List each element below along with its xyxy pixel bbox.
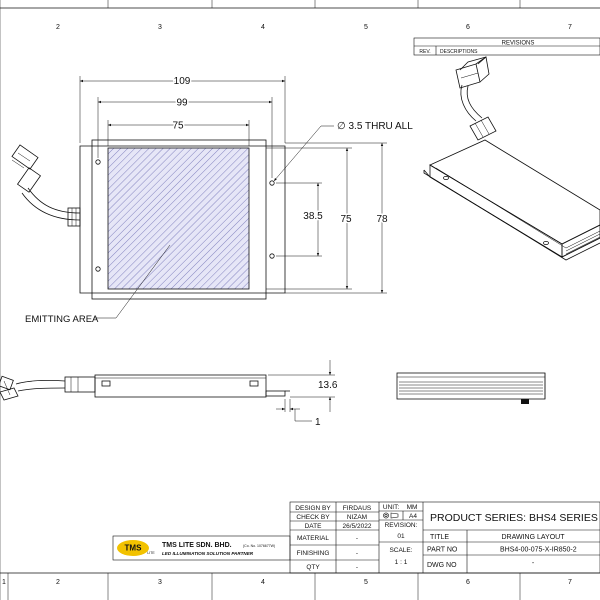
finishing-label: FINISHING bbox=[297, 550, 330, 557]
scale-value: 1 : 1 bbox=[395, 559, 408, 566]
dwg-no-value: - bbox=[532, 560, 535, 567]
company-box: TMS LITE TMS LITE SDN. BHD. (Co. No. 107… bbox=[112, 535, 291, 561]
connector-icon bbox=[11, 144, 42, 193]
title-value: DRAWING LAYOUT bbox=[501, 534, 565, 541]
material-label: MATERIAL bbox=[297, 535, 329, 542]
zone-label-top: 6 bbox=[466, 24, 470, 31]
qty-label: QTY bbox=[306, 564, 320, 571]
company-name: TMS LITE SDN. BHD. bbox=[162, 542, 232, 549]
side-cable-gland bbox=[64, 376, 96, 393]
isometric-view bbox=[423, 56, 600, 261]
zone-label-bottom: 6 bbox=[466, 579, 470, 586]
part-no-value: BHS4-00-075-X-IR850-2 bbox=[500, 547, 577, 554]
revision-label: REVISION: bbox=[385, 522, 418, 529]
zone-label-bottom: 5 bbox=[364, 579, 368, 586]
edge-tab bbox=[521, 399, 529, 404]
revisions-col-desc: DESCRIPTIONS bbox=[440, 49, 478, 55]
unit-value: MM bbox=[407, 504, 418, 511]
date-label: DATE bbox=[305, 523, 323, 530]
logo-text: TMS bbox=[125, 544, 143, 553]
projection-symbol-icon bbox=[383, 512, 399, 519]
company-reg: (Co. No. 1076677W) bbox=[243, 544, 275, 548]
edge-view bbox=[396, 372, 546, 404]
dim-overall-width: 109 bbox=[174, 76, 191, 87]
revisions-col-rev: REV. bbox=[419, 49, 430, 55]
title-block: DESIGN BY FIRDAUS CHECK BY NIZAM DATE 26… bbox=[289, 501, 600, 574]
product-series: PRODUCT SERIES: BHS4 SERIES bbox=[430, 512, 598, 524]
unit-label: UNIT: bbox=[383, 504, 399, 511]
zone-label-bottom: 3 bbox=[158, 579, 162, 586]
company-logo: TMS LITE bbox=[117, 540, 155, 556]
mounting-hole bbox=[269, 253, 275, 259]
side-connector-icon bbox=[0, 375, 19, 401]
part-no-label: PART NO bbox=[427, 547, 458, 554]
revision-value: 01 bbox=[397, 533, 405, 540]
dim-flange: 1 bbox=[315, 417, 321, 428]
dim-emitting-width: 75 bbox=[172, 121, 184, 132]
iso-cable-gland bbox=[469, 116, 497, 141]
title-label: TITLE bbox=[430, 534, 449, 541]
zone-label-bottom: 1 bbox=[2, 579, 6, 586]
dim-emitting-height: 75 bbox=[340, 214, 352, 225]
front-view: 109 99 75 ∅ 3.5 THRU ALL 38.5 75 78 EMIT… bbox=[11, 75, 413, 325]
emitting-area-label: EMITTING AREA bbox=[25, 314, 99, 325]
side-flange bbox=[265, 390, 286, 397]
cable-gland bbox=[67, 207, 81, 227]
zone-label-top: 3 bbox=[158, 24, 162, 31]
housing-body bbox=[91, 139, 267, 300]
logo-sub: LITE bbox=[147, 551, 155, 555]
finishing-value: - bbox=[356, 550, 358, 557]
zone-label-top: 4 bbox=[261, 24, 265, 31]
dwg-no-label: DWG NO bbox=[427, 562, 457, 569]
side-housing-body bbox=[94, 374, 267, 398]
iso-connector-icon bbox=[455, 56, 490, 89]
check-by-label: CHECK BY bbox=[296, 514, 330, 521]
revisions-table: REVISIONS REV. DESCRIPTIONS bbox=[413, 37, 600, 56]
zone-label-bottom: 4 bbox=[261, 579, 265, 586]
hole-callout: ∅ 3.5 THRU ALL bbox=[337, 121, 413, 132]
zone-label-bottom: 7 bbox=[568, 579, 572, 586]
date-value: 26/5/2022 bbox=[343, 523, 372, 530]
dim-thickness: 13.6 bbox=[318, 380, 338, 391]
mounting-hole bbox=[95, 266, 101, 272]
zone-label-top: 5 bbox=[364, 24, 368, 31]
design-by-label: DESIGN BY bbox=[295, 505, 331, 512]
emitting-area bbox=[107, 147, 250, 290]
dim-mount-width: 99 bbox=[176, 98, 188, 109]
design-by-value: FIRDAUS bbox=[343, 505, 372, 512]
mounting-hole bbox=[269, 180, 275, 186]
check-by-value: NIZAM bbox=[347, 514, 367, 521]
side-view: 13.6 1 bbox=[0, 360, 338, 428]
mounting-hole bbox=[95, 159, 101, 165]
revisions-title: REVISIONS bbox=[502, 41, 535, 47]
zone-label-bottom: 2 bbox=[56, 579, 60, 586]
dim-overall-height: 78 bbox=[376, 214, 388, 225]
zone-label-top: 2 bbox=[56, 24, 60, 31]
sheet-size: A4 bbox=[409, 513, 417, 520]
scale-label: SCALE: bbox=[389, 547, 412, 554]
dim-hole-spacing: 38.5 bbox=[303, 211, 323, 222]
qty-value: - bbox=[356, 564, 358, 571]
material-value: - bbox=[356, 535, 358, 542]
company-tagline: LED ILLUMINATION SOLUTION PARTNER bbox=[162, 551, 254, 556]
zone-label-top: 7 bbox=[568, 24, 572, 31]
